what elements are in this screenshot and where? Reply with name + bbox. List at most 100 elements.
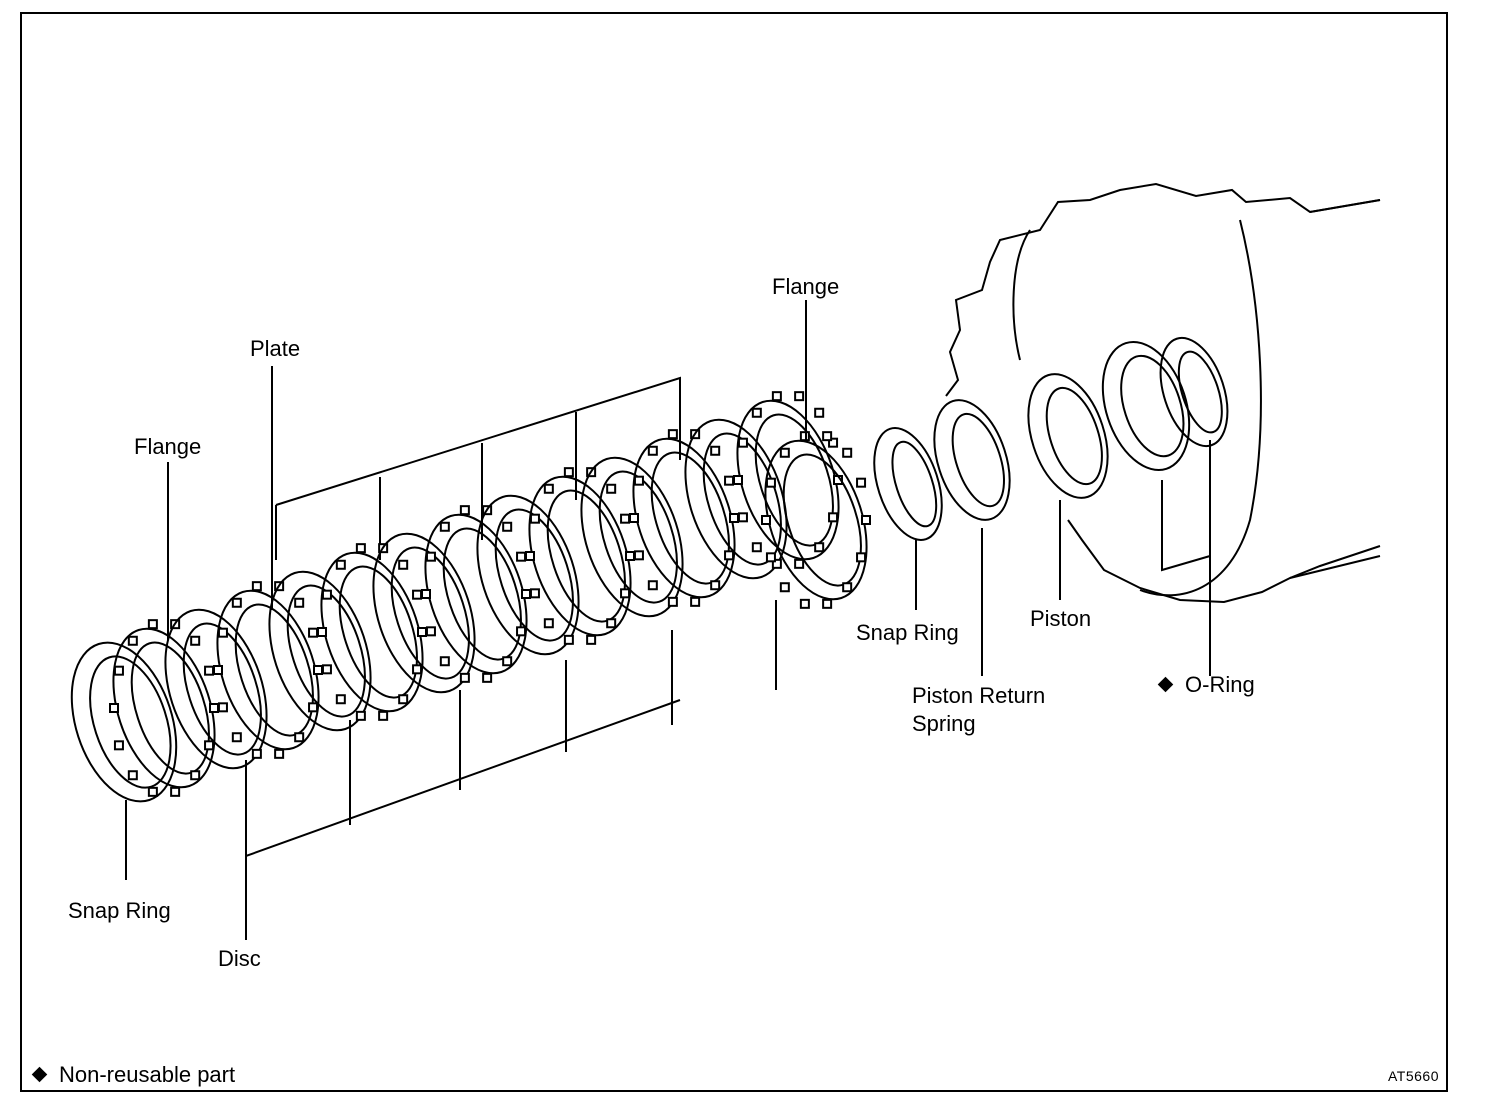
clutch-plate-tooth bbox=[170, 786, 181, 797]
flange-right-tooth bbox=[856, 552, 867, 563]
clutch-plate-tooth bbox=[209, 703, 219, 713]
flange-right-inner bbox=[782, 453, 862, 587]
label-o-ring: O-Ring bbox=[1157, 672, 1255, 698]
flange-right-tooth bbox=[856, 477, 867, 488]
clutch-plate-tooth bbox=[633, 550, 644, 561]
flange-right-tooth bbox=[822, 431, 833, 442]
flange-right-tooth bbox=[842, 582, 853, 593]
clutch-plate-tooth bbox=[667, 596, 678, 607]
clutch-plate-tooth bbox=[313, 665, 323, 675]
clutch-plate-tooth bbox=[724, 475, 735, 486]
snap-ring-left bbox=[70, 641, 178, 803]
clutch-plate-tooth bbox=[710, 580, 721, 591]
clutch-plate-tooth bbox=[629, 513, 639, 523]
clutch-plate-tooth bbox=[690, 596, 701, 607]
clutch-plate-tooth bbox=[828, 437, 839, 448]
clutch-plate-tooth bbox=[398, 559, 409, 570]
clutch-plate-tooth bbox=[563, 634, 574, 645]
clutch-plate-tooth bbox=[733, 475, 743, 485]
clutch-plate-inner bbox=[546, 489, 626, 623]
clutch-plate bbox=[320, 551, 424, 713]
label-plate: Plate bbox=[250, 336, 301, 361]
clutch-plate-tooth bbox=[633, 475, 644, 486]
clutch-plate-tooth bbox=[274, 748, 285, 759]
snap-ring-left-inner bbox=[89, 655, 172, 789]
piston-inner bbox=[1045, 386, 1103, 486]
clutch-plate-tooth bbox=[667, 429, 678, 440]
clutch-plate-tooth bbox=[525, 551, 535, 561]
clutch-plate-tooth bbox=[724, 550, 735, 561]
clutch-plate bbox=[736, 399, 840, 561]
clutch-plate-tooth bbox=[439, 521, 450, 532]
clutch-plate-tooth bbox=[113, 740, 124, 751]
clutch-plate-tooth bbox=[625, 551, 635, 561]
clutch-disc-inner bbox=[182, 622, 262, 756]
label-flange-left: Flange bbox=[134, 434, 202, 459]
clutch-plate-tooth bbox=[439, 656, 450, 667]
clutch-plate-tooth bbox=[113, 665, 124, 676]
clutch-plate-tooth bbox=[378, 710, 389, 721]
clutch-plate-tooth bbox=[794, 391, 805, 402]
label-piston: Piston bbox=[1030, 606, 1092, 631]
transmission-case bbox=[945, 182, 1381, 604]
clutch-plate-tooth bbox=[308, 627, 319, 638]
clutch-plate-tooth bbox=[355, 710, 366, 721]
clutch-plate-tooth bbox=[543, 618, 554, 629]
clutch-plate-inner bbox=[442, 527, 522, 661]
clutch-plate-tooth bbox=[190, 770, 201, 781]
flange-right-tooth bbox=[761, 515, 771, 525]
clutch-plate-tooth bbox=[516, 626, 527, 637]
clutch-plate-tooth bbox=[502, 521, 513, 532]
clutch-plate-tooth bbox=[425, 626, 436, 637]
clutch-plate-inner bbox=[234, 603, 314, 737]
clutch-plate-inner bbox=[650, 451, 730, 585]
clutch-plate-tooth bbox=[417, 627, 427, 637]
clutch-disc-inner bbox=[598, 470, 678, 604]
legend-non-reusable: Non-reusable part bbox=[31, 1062, 235, 1088]
clutch-plate-tooth bbox=[190, 635, 201, 646]
label-flange-right: Flange bbox=[772, 274, 840, 299]
figure-code: AT5660 bbox=[1388, 1068, 1439, 1084]
clutch-plate-tooth bbox=[710, 445, 721, 456]
flange-right bbox=[764, 439, 868, 601]
o-ring-inner-inner bbox=[1177, 350, 1223, 434]
clutch-disc-inner bbox=[390, 546, 470, 680]
flange-right-tooth bbox=[765, 477, 776, 488]
clutch-disc bbox=[372, 532, 476, 694]
clutch-plate-tooth bbox=[647, 445, 658, 456]
clutch-plate-tooth bbox=[814, 542, 825, 553]
flange-right-tooth bbox=[765, 552, 776, 563]
clutch-plate-tooth bbox=[794, 558, 805, 569]
label-snap-ring-right: Snap Ring bbox=[856, 620, 959, 645]
clutch-plate-tooth bbox=[321, 589, 332, 600]
flange-right-tooth bbox=[861, 515, 871, 525]
clutch-plate-tooth bbox=[147, 786, 158, 797]
clutch-plate-tooth bbox=[231, 732, 242, 743]
piston-return-spring bbox=[933, 399, 1011, 521]
clutch-plate-tooth bbox=[737, 512, 748, 523]
clutch-plate-tooth bbox=[231, 597, 242, 608]
clutch-disc-inner bbox=[286, 584, 366, 718]
label-snap-ring-left: Snap Ring bbox=[68, 898, 171, 923]
clutch-plate bbox=[216, 589, 320, 751]
clutch-disc bbox=[268, 570, 372, 732]
clutch-disc bbox=[164, 608, 268, 770]
clutch-pack-bracket bbox=[245, 376, 777, 858]
clutch-plate-tooth bbox=[516, 551, 527, 562]
flange-right-tooth bbox=[779, 582, 790, 593]
clutch-plate-tooth bbox=[563, 467, 574, 478]
clutch-plate-tooth bbox=[737, 437, 748, 448]
flange-right-tooth bbox=[779, 447, 790, 458]
clutch-plate-tooth bbox=[204, 740, 215, 751]
clutch-plate-tooth bbox=[459, 505, 470, 516]
clutch-plate-tooth bbox=[317, 627, 327, 637]
label-piston-return-spring-2: Spring bbox=[912, 711, 976, 736]
clutch-plate bbox=[424, 513, 528, 675]
clutch-plate-tooth bbox=[398, 694, 409, 705]
clutch-plate-tooth bbox=[459, 672, 470, 683]
o-ring-outer bbox=[1101, 341, 1191, 471]
clutch-plate-tooth bbox=[308, 702, 319, 713]
clutch-plate-tooth bbox=[335, 559, 346, 570]
clutch-plate-tooth bbox=[217, 627, 228, 638]
clutch-plate-tooth bbox=[355, 543, 366, 554]
